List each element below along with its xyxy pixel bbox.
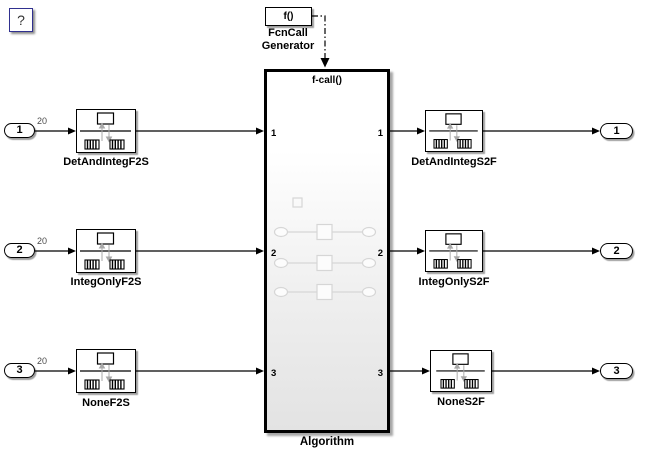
outport-2[interactable]: 2 <box>600 243 633 259</box>
algorithm-outport-label-2: 2 <box>377 248 383 259</box>
fcncall-generator-block[interactable]: f() <box>265 7 312 26</box>
signal-wire-out-1[interactable] <box>483 127 600 135</box>
signal-wire-algo-to-s2f-3[interactable] <box>390 367 430 375</box>
sfix-to-float-conversion-icon <box>429 113 478 149</box>
algorithm-inport-label-3: 3 <box>271 368 277 379</box>
f2s-block-1[interactable] <box>76 109 136 153</box>
sfix-to-float-conversion-icon <box>429 233 478 269</box>
signal-wire-out-2[interactable] <box>483 247 600 255</box>
algorithm-inport-label-1: 1 <box>271 128 277 139</box>
s2f-block-label-3[interactable]: NoneS2F <box>437 396 485 408</box>
f2s-block-2[interactable] <box>76 229 136 273</box>
f2s-block-3[interactable] <box>76 349 136 393</box>
signal-wire-f2s-to-algo-2[interactable] <box>136 247 264 255</box>
function-call-wire[interactable] <box>312 15 330 68</box>
float-to-sfix-conversion-icon <box>80 232 131 270</box>
s2f-block-3[interactable] <box>430 350 492 392</box>
signal-wire-out-3[interactable] <box>492 367 600 375</box>
algorithm-inport-label-2: 2 <box>271 248 277 259</box>
algorithm-block-label[interactable]: Algorithm <box>299 436 355 448</box>
signal-wire-f2s-to-algo-3[interactable] <box>136 367 264 375</box>
algorithm-outport-label-1: 1 <box>377 128 383 139</box>
s2f-block-1[interactable] <box>425 110 483 152</box>
signal-wire-in-2[interactable] <box>35 247 76 255</box>
s2f-block-label-1[interactable]: DetAndIntegS2F <box>411 156 497 168</box>
signal-wire-in-3[interactable] <box>35 367 76 375</box>
algorithm-outport-label-3: 3 <box>377 368 383 379</box>
signal-width-label-1: 20 <box>37 116 48 126</box>
sfix-to-float-conversion-icon <box>436 353 485 389</box>
signal-wire-in-1[interactable] <box>35 127 76 135</box>
algorithm-subsystem-block[interactable]: f-call() 1 2 3 1 2 3 <box>264 69 390 433</box>
s2f-block-2[interactable] <box>425 230 483 272</box>
float-to-sfix-conversion-icon <box>80 112 131 150</box>
f2s-block-label-1[interactable]: DetAndIntegF2S <box>63 156 149 168</box>
signal-width-label-2: 20 <box>37 236 48 246</box>
outport-1[interactable]: 1 <box>600 123 633 139</box>
algorithm-trigger-port-label: f-call() <box>312 75 342 86</box>
fcncall-generator-label[interactable]: FcnCall Generator <box>261 27 315 52</box>
f2s-block-label-2[interactable]: IntegOnlyF2S <box>70 276 142 288</box>
inport-3[interactable]: 3 <box>4 363 35 378</box>
outport-3[interactable]: 3 <box>600 363 633 379</box>
signal-wire-algo-to-s2f-2[interactable] <box>390 247 425 255</box>
signal-wire-f2s-to-algo-1[interactable] <box>136 127 264 135</box>
signal-wire-algo-to-s2f-1[interactable] <box>390 127 425 135</box>
signal-width-label-3: 20 <box>37 356 48 366</box>
subsystem-contents-watermark <box>273 197 377 301</box>
inport-2[interactable]: 2 <box>4 243 35 258</box>
inport-1[interactable]: 1 <box>4 123 35 138</box>
fcncall-generator-text: f() <box>283 11 294 22</box>
float-to-sfix-conversion-icon <box>80 352 131 390</box>
s2f-block-label-2[interactable]: IntegOnlyS2F <box>418 276 490 288</box>
help-button[interactable]: ? <box>9 8 33 32</box>
f2s-block-label-3[interactable]: NoneF2S <box>82 397 130 409</box>
